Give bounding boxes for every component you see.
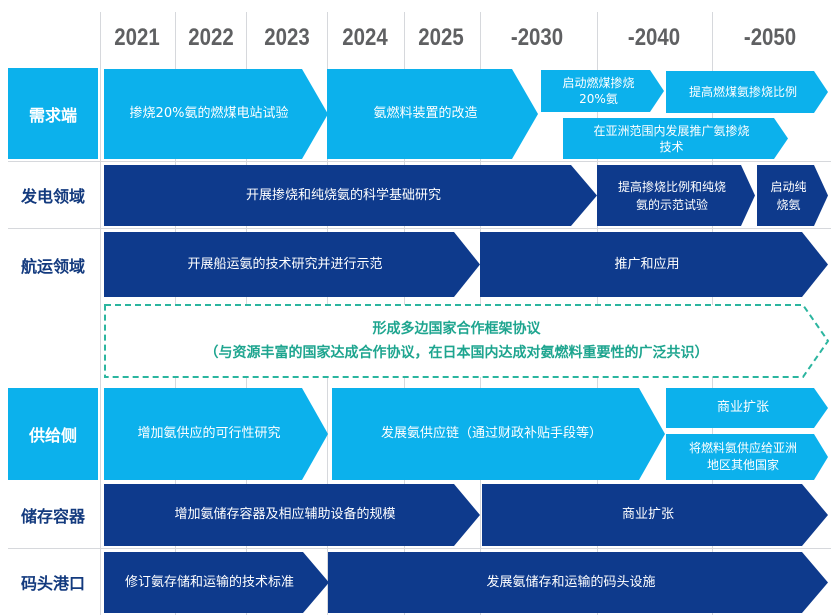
row-label-power: 发电领域 — [20, 187, 85, 206]
year-label: 2023 — [264, 24, 310, 51]
milestone: 在亚洲范围内发展推广氨掺烧 技术 — [563, 118, 788, 159]
year-label: -2040 — [627, 24, 681, 51]
row-divider — [8, 548, 831, 549]
row-label-port: 码头港口 — [20, 574, 85, 593]
row-label-shipping: 航运领域 — [20, 256, 85, 276]
milestone: 开展掺烧和纯烧氨的科学基础研究 — [104, 165, 597, 226]
year-label: 2025 — [418, 24, 464, 51]
row-label-demand: 需求端 — [8, 68, 98, 159]
milestone: 提高掺烧比例和纯烧 氨的示范试验 — [597, 165, 755, 226]
year-label: 2021 — [114, 24, 160, 51]
milestone: 发展氨储存和运输的码头设施 — [328, 552, 828, 613]
milestone: 氨燃料装置的改造 — [327, 69, 538, 159]
milestone: 掺烧20%氨的燃煤电站试验 — [104, 69, 328, 159]
year-label: 2022 — [188, 24, 234, 51]
row-divider — [8, 161, 831, 162]
year-label: 2024 — [342, 24, 388, 51]
milestone: 将燃料氨供应给亚洲 地区其他国家 — [666, 434, 828, 480]
cooperation-banner: 形成多边国家合作框架协议 （与资源丰富的国家达成合作协议，在日本国内达成对氨燃料… — [103, 303, 830, 379]
dashed-chevron-outline — [104, 304, 830, 378]
row-label-storage: 储存容器 — [20, 507, 85, 526]
row-label-supply: 供给侧 — [8, 388, 98, 480]
milestone: 增加氨供应的可行性研究 — [104, 388, 328, 480]
milestone: 商业扩张 — [482, 484, 828, 546]
cooperation-subtitle: （与资源丰富的国家达成合作协议，在日本国内达成对氨燃料重要性的广泛共识） — [204, 345, 709, 361]
milestone: 推广和应用 — [480, 232, 828, 297]
milestone: 启动燃煤掺烧 20%氨 — [541, 70, 664, 112]
milestone: 修订氨存储和运输的技术标准 — [104, 552, 329, 613]
milestone: 开展船运氨的技术研究并进行示范 — [104, 232, 480, 297]
cooperation-title: 形成多边国家合作框架协议 — [372, 321, 541, 337]
year-label: -2030 — [510, 24, 564, 51]
milestone: 发展氨供应链（通过财政补贴手段等） — [332, 388, 665, 480]
milestone: 启动纯 烧氨 — [757, 165, 828, 226]
grid-line — [100, 12, 101, 615]
milestone: 增加氨储存容器及相应辅助设备的规模 — [104, 484, 480, 546]
milestone: 提高燃煤氨掺烧比例 — [666, 71, 828, 113]
year-label: -2050 — [743, 24, 797, 51]
milestone: 商业扩张 — [666, 388, 828, 428]
row-divider — [8, 228, 831, 229]
